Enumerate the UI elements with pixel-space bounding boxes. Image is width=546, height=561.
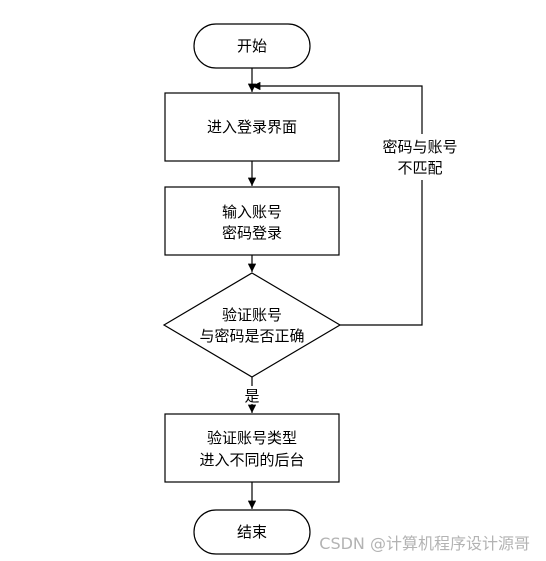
mismatch-label-line-1: 密码与账号 <box>382 138 457 156</box>
input-credentials-node: 输入账号 密码登录 <box>164 186 340 256</box>
start-label: 开始 <box>237 37 267 55</box>
verify-line-2: 与密码是否正确 <box>199 327 304 345</box>
input-credentials-line-1: 输入账号 <box>222 203 282 221</box>
verify-type-line-1: 验证账号类型 <box>207 429 297 447</box>
yes-label: 是 <box>244 387 259 405</box>
verify-line-1: 验证账号 <box>222 306 282 324</box>
login-page-node: 进入登录界面 <box>164 92 340 162</box>
yes-label-bg <box>242 386 262 404</box>
end-node: 结束 <box>193 509 311 555</box>
verify-type-node: 验证账号类型 进入不同的后台 <box>164 413 340 483</box>
mismatch-label-line-2: 不匹配 <box>397 159 442 177</box>
verify-type-line-2: 进入不同的后台 <box>199 451 304 469</box>
edge-mismatch-loop <box>251 81 423 326</box>
verify-decision-node: 验证账号 与密码是否正确 <box>162 272 342 378</box>
end-label: 结束 <box>237 523 267 541</box>
watermark-text: CSDN @计算机程序设计源哥 <box>319 534 530 553</box>
start-node: 开始 <box>193 23 311 69</box>
input-credentials-line-2: 密码登录 <box>222 224 282 242</box>
login-page-label: 进入登录界面 <box>207 118 297 136</box>
mismatch-label-bg <box>370 134 470 180</box>
